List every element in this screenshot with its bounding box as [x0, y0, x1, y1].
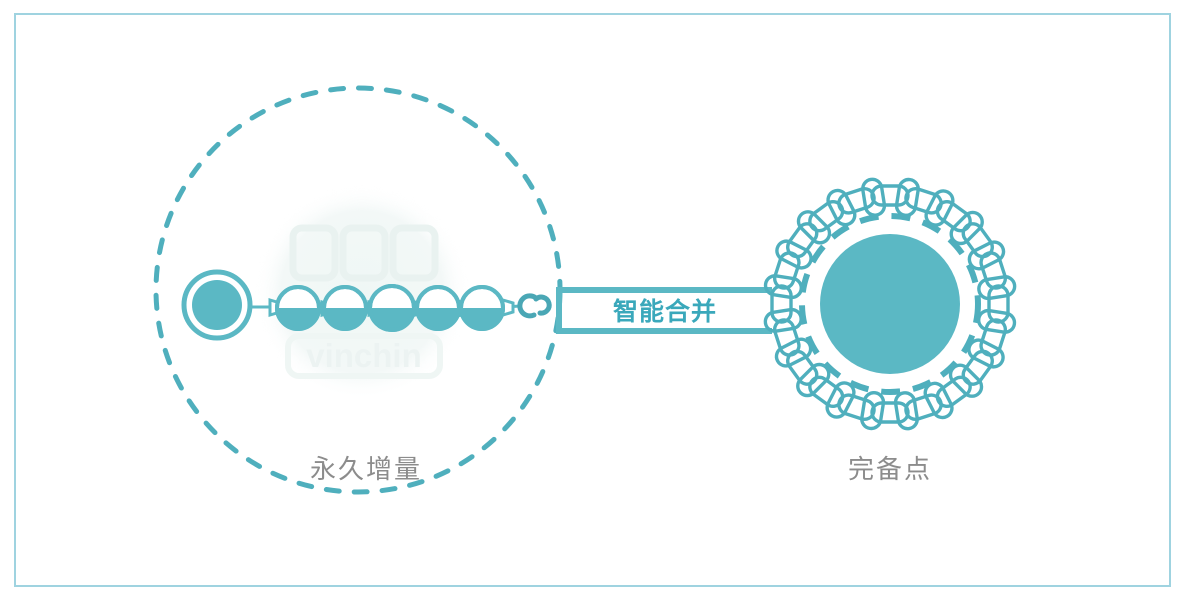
smart-merge-connector: 智能合并: [556, 287, 772, 334]
bead-fill: [277, 308, 319, 329]
complete-point-label: 完备点: [848, 454, 932, 484]
complete-point-node: 完备点: [763, 177, 1017, 484]
backup-chain-group: [181, 269, 552, 341]
smart-merge-label: 智能合并: [613, 297, 717, 326]
bead-fill: [370, 308, 414, 330]
complete-point-dashed-ring: [799, 213, 981, 395]
hook-outer: [517, 293, 539, 319]
chain-ring-links: [770, 184, 1010, 424]
bead-fill: [324, 308, 366, 329]
watermark-squares: [289, 224, 439, 282]
watermark-square-1: [289, 224, 339, 282]
chain-end-hook-icon: [517, 293, 552, 319]
bead-fill: [417, 308, 459, 329]
chain-bead: [275, 285, 321, 331]
watermark-plate: [285, 333, 443, 379]
watermark-group: vinchin: [254, 184, 470, 400]
watermark-square-3: [389, 224, 439, 282]
chain-anchor-circle: [181, 269, 253, 341]
permanent-incremental-label: 永久增量: [310, 454, 422, 484]
anchor-core: [192, 280, 242, 330]
chain-bead: [415, 285, 461, 331]
complete-point-core: [820, 234, 960, 374]
chain-bead: [322, 285, 368, 331]
hook-inner: [533, 294, 552, 316]
chain-ring-links-alt: [763, 177, 1017, 431]
watermark-square-2: [339, 224, 389, 282]
chain-bead: [368, 284, 416, 332]
chain-bead: [459, 285, 505, 331]
watermark-glow: [254, 184, 470, 400]
watermark-brand: vinchin: [306, 337, 422, 374]
bead-fill: [461, 308, 503, 329]
